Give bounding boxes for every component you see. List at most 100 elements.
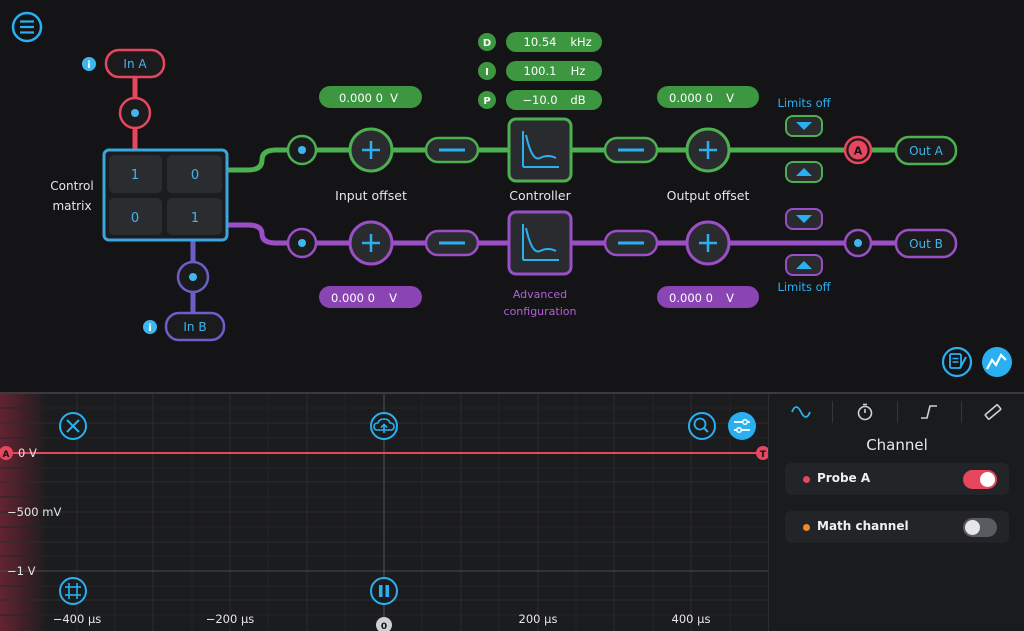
panel-divider[interactable] [0,392,1024,394]
svg-text:V: V [726,91,734,105]
pid-p-row[interactable]: P −10.0 dB [478,90,602,110]
input-offset-b-adder[interactable] [348,220,394,266]
tab-measurement[interactable] [962,401,1024,423]
toggle-knob [965,520,980,535]
channel-a-sign-toggle[interactable] [424,136,480,164]
svg-text:I: I [485,67,489,78]
tab-trigger[interactable] [898,401,962,423]
zoom-icon[interactable] [688,412,716,440]
svg-text:Out A: Out A [909,144,944,158]
input-a-connector[interactable] [118,96,152,130]
advanced-configuration-link[interactable]: Advanced [513,288,567,301]
svg-text:V: V [726,291,734,305]
cloud-upload-icon[interactable] [370,412,398,440]
svg-text:100.1: 100.1 [524,64,557,78]
channel-b-input-node[interactable] [286,227,318,259]
controller-a-block[interactable] [507,117,573,183]
math-channel-toggle[interactable] [963,518,997,537]
tab-timebase[interactable] [833,401,898,423]
settings-sliders-icon[interactable] [728,412,756,440]
controller-b-block[interactable] [507,210,573,276]
output-offset-b-adder[interactable] [685,220,731,266]
svg-text:A: A [3,450,10,460]
svg-text:0: 0 [381,622,387,631]
stopwatch-icon [857,403,873,421]
channel-b-output-node[interactable] [843,228,873,258]
probe-a-row[interactable]: Probe A [785,463,1009,495]
math-channel-row[interactable]: Math channel [785,511,1009,543]
input-offset-b-field[interactable]: 0.000 0 V [319,286,422,308]
output-offset-label: Output offset [667,188,750,203]
svg-text:i: i [148,323,151,334]
input-offset-label: Input offset [335,188,407,203]
svg-text:0.000 0: 0.000 0 [669,91,713,105]
input-b-connector[interactable] [176,260,210,294]
sine-wave-icon [790,406,811,418]
output-offset-a-adder[interactable] [685,127,731,173]
channel-color-dot [803,524,810,531]
x-tick-label: 400 µs [672,612,711,626]
trigger-marker[interactable]: T [756,446,768,460]
y-tick-label: −500 mV [7,505,61,519]
side-panel-tabs [769,394,1024,430]
output-a-node[interactable]: Out A [894,135,958,166]
channel-a-input-node[interactable] [286,134,318,166]
svg-text:0: 0 [131,211,139,226]
close-icon[interactable] [59,412,87,440]
probe-a-axis-marker[interactable]: A [0,446,13,460]
channel-a-output-sign-toggle[interactable] [603,136,659,164]
matrix-cell-12[interactable]: 0 [167,155,222,193]
output-offset-b-field[interactable]: 0.000 0 V [657,286,759,308]
pid-d-row[interactable]: D 10.54 kHz [478,32,602,52]
advanced-configuration-link-2[interactable]: configuration [504,305,577,318]
menu-icon[interactable] [11,11,43,43]
notes-icon[interactable] [941,346,973,378]
svg-text:i: i [87,60,90,71]
toggle-knob [980,472,995,487]
oscilloscope-toggle-icon[interactable] [982,347,1012,377]
pid-i-row[interactable]: I 100.1 Hz [478,61,602,81]
limits-b-label[interactable]: Limits off [777,280,831,294]
svg-text:Out B: Out B [909,237,943,251]
limits-a-label[interactable]: Limits off [777,96,831,110]
input-b-node[interactable]: In B [164,311,226,342]
control-matrix-label-2: matrix [52,199,91,213]
input-offset-a-adder[interactable] [348,127,394,173]
bode-plot-icon [522,131,559,168]
probe-a-toggle[interactable] [963,470,997,489]
y-tick-label: −1 V [7,564,36,578]
svg-text:−10.0: −10.0 [522,93,557,107]
matrix-cell-22[interactable]: 1 [167,198,222,235]
channel-b-sign-toggle[interactable] [424,229,480,257]
svg-text:1: 1 [131,168,139,183]
svg-text:kHz: kHz [570,35,591,49]
tab-channel[interactable] [769,401,834,423]
svg-text:D: D [483,38,491,49]
probe-a-marker[interactable]: A [843,135,873,165]
x-tick-label: 200 µs [519,612,558,626]
limit-lower-b-button[interactable] [785,254,823,276]
channel-label: Probe A [817,471,871,485]
pause-icon[interactable] [370,577,398,605]
limit-upper-b-button[interactable] [785,208,823,230]
control-diagram: In A i In B i Control matrix 1 0 0 [11,11,1012,378]
info-icon-in-a[interactable]: i [82,57,96,71]
grid-icon[interactable] [59,577,87,605]
matrix-cell-21[interactable]: 0 [109,198,162,235]
info-icon-in-b[interactable]: i [143,320,157,334]
channel-settings-panel: Channel Probe A Math channel [768,394,1024,631]
output-offset-a-field[interactable]: 0.000 0 V [657,86,759,108]
svg-text:V: V [390,91,398,105]
panel-title: Channel [866,436,928,454]
output-b-node[interactable]: Out B [894,228,958,259]
channel-b-output-sign-toggle[interactable] [603,229,659,257]
time-origin-marker[interactable]: 0 [376,617,392,631]
input-a-node[interactable]: In A [104,48,166,79]
input-offset-a-field[interactable]: 0.000 0 V [319,86,422,108]
limit-upper-a-button[interactable] [785,115,823,137]
channel-color-dot [803,476,810,483]
limit-lower-a-button[interactable] [785,161,823,183]
matrix-cell-11[interactable]: 1 [109,155,162,193]
svg-text:dB: dB [570,93,585,107]
svg-text:P: P [483,96,490,107]
